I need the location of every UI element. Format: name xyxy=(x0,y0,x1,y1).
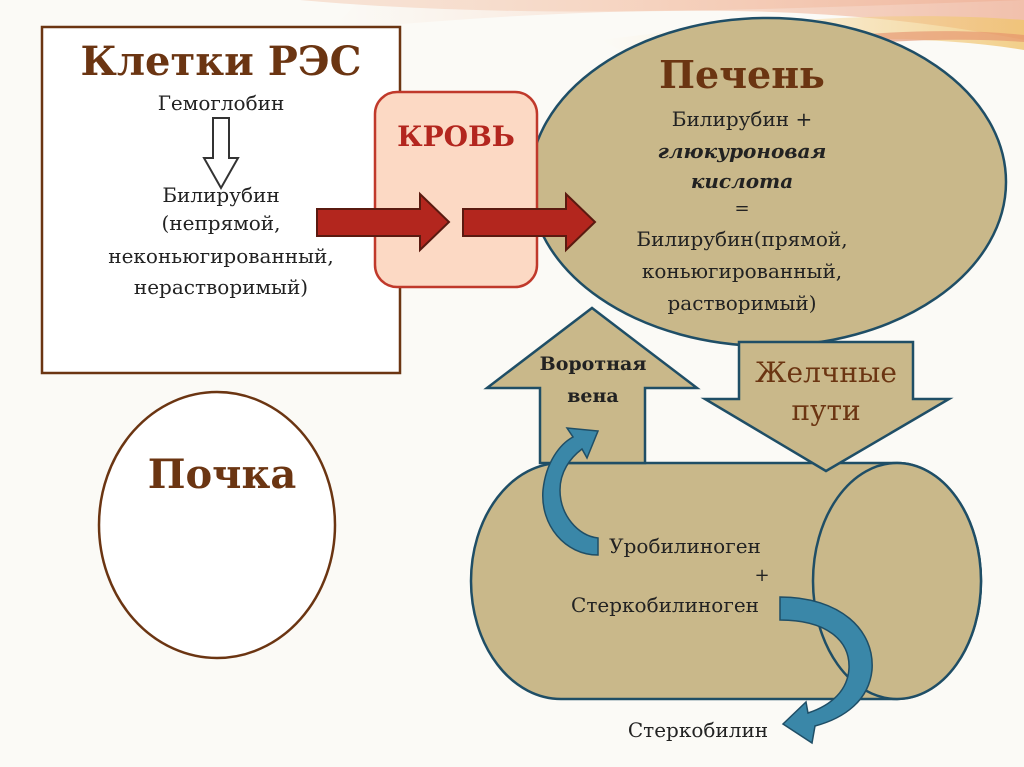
liver-line-6: коньюгированный, xyxy=(642,259,842,283)
kidney-oval: Почка xyxy=(97,390,337,660)
liver-line-5: Билирубин(прямой, xyxy=(636,227,847,251)
bilirubin-line-1: Билирубин xyxy=(162,183,279,207)
kidney-label: Почка xyxy=(148,451,297,498)
urobilinogen-label: Уробилиноген xyxy=(609,534,761,558)
bilirubin-line-4: нерастворимый) xyxy=(134,275,308,299)
bile-ducts-line-2: пути xyxy=(791,394,860,427)
bilirubin-line-2: (непрямой, xyxy=(161,211,280,235)
bilirubin-line-3: неконьюгированный, xyxy=(108,244,333,268)
stercobilin-label: Стеркобилин xyxy=(628,718,768,742)
curved-arrow-down-icon xyxy=(779,596,873,745)
liver-title: Печень xyxy=(659,52,825,97)
res-cells-title: Клетки РЭС xyxy=(80,38,361,85)
bile-ducts-line-1: Желчные xyxy=(755,356,897,389)
plus-sign: + xyxy=(754,565,769,586)
curved-arrow-up-icon xyxy=(542,427,600,556)
red-arrow-to-blood-icon xyxy=(316,191,451,253)
liver-line-3: кислота xyxy=(691,169,793,193)
stercobilinogen-label: Стеркобилиноген xyxy=(571,593,759,617)
liver-line-4: = xyxy=(734,198,749,219)
portal-vein-line-2: вена xyxy=(567,385,619,407)
down-arrow-icon xyxy=(202,117,240,191)
blood-label: КРОВЬ xyxy=(397,120,515,153)
bile-ducts-arrow: Желчные пути xyxy=(700,340,954,473)
portal-vein-line-1: Воротная xyxy=(540,353,647,375)
liver-line-2: глюкуроновая xyxy=(658,139,827,163)
res-cells-box: Клетки РЭС Гемоглобин Билирубин (непрямо… xyxy=(40,25,402,375)
liver-line-7: растворимый) xyxy=(667,291,816,315)
blood-box: КРОВЬ xyxy=(373,90,539,289)
red-arrow-to-liver-icon xyxy=(462,191,597,253)
liver-line-1: Билирубин + xyxy=(672,107,812,131)
hemoglobin-label: Гемоглобин xyxy=(158,91,285,115)
portal-vein-arrow: Воротная вена xyxy=(483,306,701,465)
liver-ellipse: Печень Билирубин + глюкуроновая кислота … xyxy=(528,16,1008,348)
